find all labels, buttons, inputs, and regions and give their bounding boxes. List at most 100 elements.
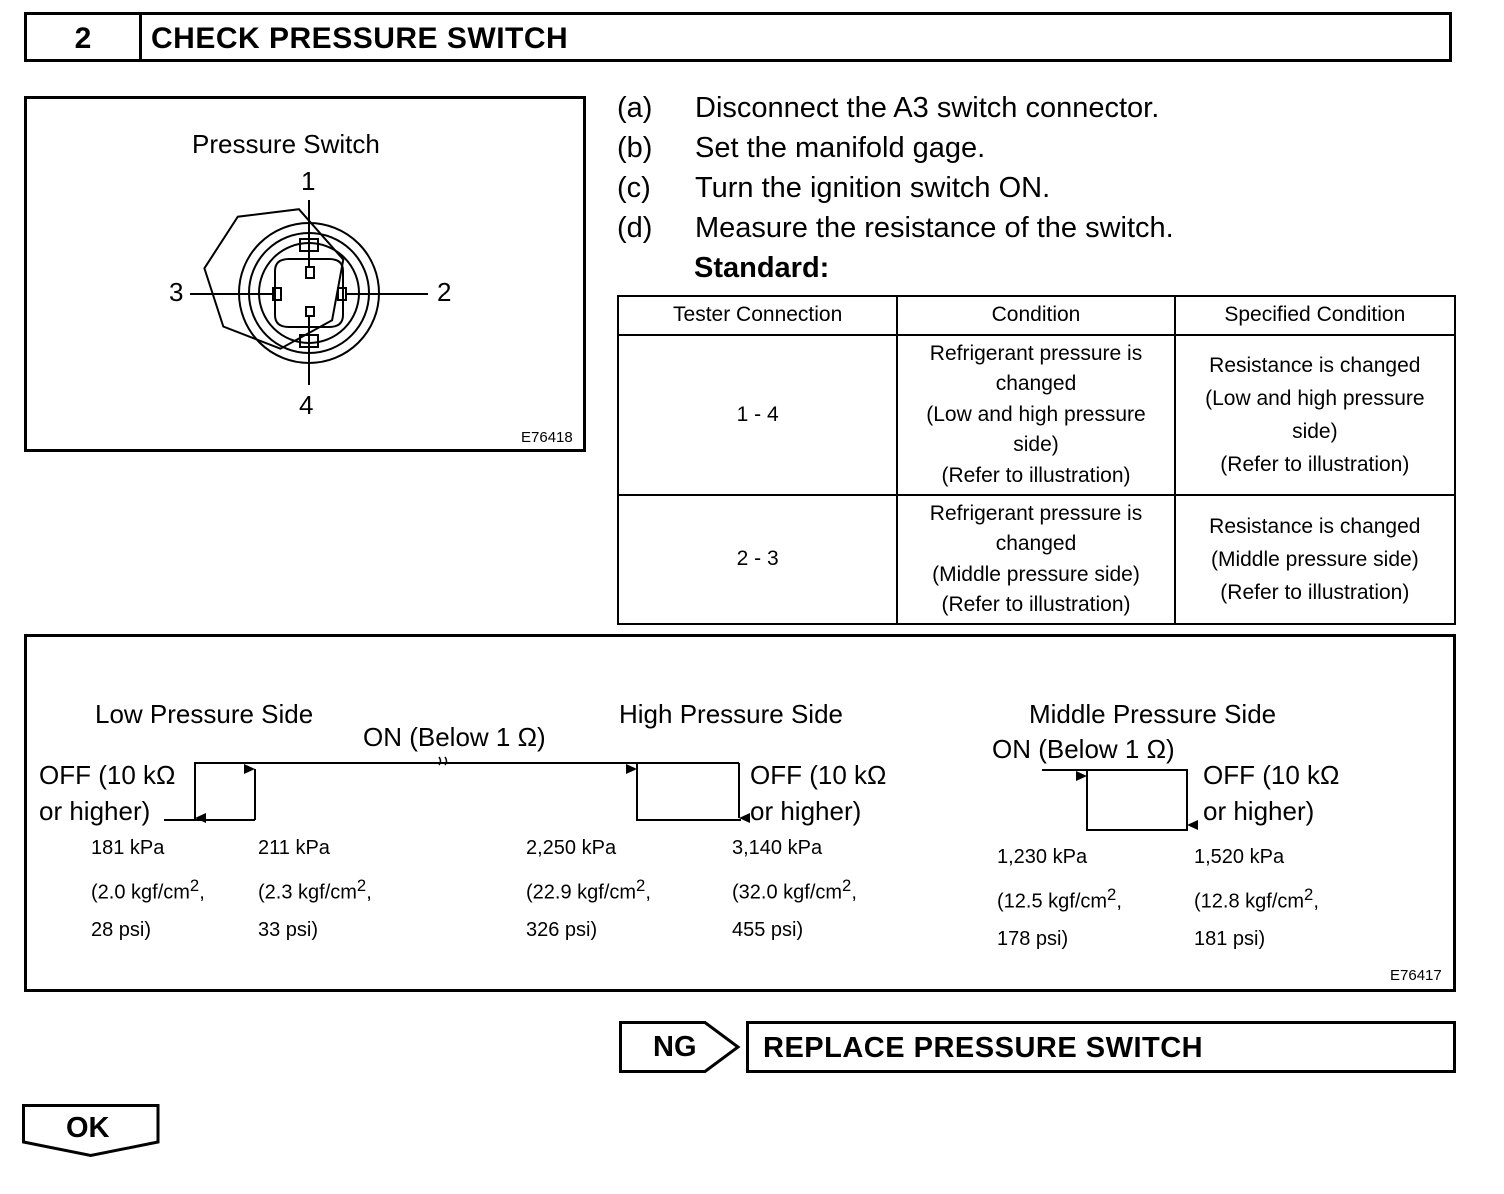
kgf-value: (22.9 kgf/cm2, xyxy=(526,876,651,904)
off-line: or higher) xyxy=(1203,796,1315,826)
connector-drawing xyxy=(190,200,428,385)
off-line: OFF (10 kΩ xyxy=(750,760,887,790)
psi-value: 326 psi) xyxy=(526,918,598,941)
kgf-text: (22.9 kgf/cm xyxy=(526,881,637,904)
cell-line: Refrigerant pressure is xyxy=(929,341,1143,365)
condition-cell: Refrigerant pressure is changed (Middle … xyxy=(896,494,1176,625)
step-number: 2 xyxy=(27,15,142,59)
ng-action-box: REPLACE PRESSURE SWITCH xyxy=(746,1021,1456,1073)
superscript: 2 xyxy=(842,876,852,895)
terminal-4-label: 4 xyxy=(299,390,314,420)
value-181-kpa: 181 kPa (2.0 kgf/cm2, 28 psi) xyxy=(91,830,205,949)
middle-side-label: Middle Pressure Side xyxy=(1029,699,1277,729)
step-text: Disconnect the A3 switch connector. xyxy=(695,92,1160,124)
cell-line: (Middle pressure side) xyxy=(1210,548,1419,571)
value-2250-kpa: 2,250 kPa (22.9 kgf/cm2, 326 psi) xyxy=(526,830,651,949)
specified-condition-cell: Resistance is changed (Middle pressure s… xyxy=(1173,494,1457,625)
specified-condition-cell: Resistance is changed (Low and high pres… xyxy=(1173,334,1457,496)
psi-value: 28 psi) xyxy=(91,918,152,941)
ok-arrow-shape xyxy=(22,1104,160,1158)
superscript: 2 xyxy=(1304,885,1314,904)
table-row: 1 - 4 Refrigerant pressure is changed (L… xyxy=(616,334,1457,496)
terminal-3-label: 3 xyxy=(169,277,184,307)
column-header: Tester Connection xyxy=(616,295,899,336)
condition-cell: Refrigerant pressure is changed (Low and… xyxy=(896,334,1176,496)
step-label: (a) xyxy=(617,92,653,124)
value-3140-kpa: 3,140 kPa (32.0 kgf/cm2, 455 psi) xyxy=(732,830,857,949)
psi-value: 181 psi) xyxy=(1194,927,1266,950)
kpa-value: 3,140 kPa xyxy=(732,837,823,859)
ok-label: OK xyxy=(66,1112,110,1144)
value-1520-kpa: 1,520 kPa (12.8 kgf/cm2, 181 psi) xyxy=(1194,839,1319,958)
value-211-kpa: 211 kPa (2.3 kgf/cm2, 33 psi) xyxy=(258,830,372,949)
cell-line: (Low and high pressure xyxy=(926,402,1146,426)
cell-line: changed xyxy=(995,532,1077,555)
superscript: 2 xyxy=(356,876,367,895)
cell-line: (Middle pressure side) xyxy=(932,562,1140,586)
standard-table: Tester Connection Condition Specified Co… xyxy=(616,295,1457,625)
pressure-switch-figure: Pressure Switch 1 2 3 4 E76418 xyxy=(24,96,586,452)
step-title: CHECK PRESSURE SWITCH xyxy=(151,22,569,55)
superscript: 2 xyxy=(1107,885,1117,904)
cell-line: (Refer to illustration) xyxy=(941,463,1131,487)
ng-action: REPLACE PRESSURE SWITCH xyxy=(763,1032,1204,1064)
tester-connection-cell: 2 - 3 xyxy=(616,494,899,625)
ok-result-tag: OK xyxy=(22,1104,162,1158)
psi-value: 455 psi) xyxy=(732,918,804,941)
value-1230-kpa: 1,230 kPa (12.5 kgf/cm2, 178 psi) xyxy=(997,839,1122,958)
middle-off-label: OFF (10 kΩ or higher) xyxy=(1203,757,1339,829)
kgf-value: (12.8 kgf/cm2, xyxy=(1194,885,1319,913)
step-label: (b) xyxy=(617,132,653,164)
table-row: 2 - 3 Refrigerant pressure is changed (M… xyxy=(616,494,1457,625)
terminal-1-label: 1 xyxy=(301,166,316,196)
table-header-row: Tester Connection Condition Specified Co… xyxy=(616,295,1457,336)
kgf-value: (32.0 kgf/cm2, xyxy=(732,876,857,904)
step-text: Set the manifold gage. xyxy=(695,132,986,164)
psi-value: 33 psi) xyxy=(258,918,319,941)
figure-code: E76418 xyxy=(521,429,573,446)
hex-body xyxy=(203,208,345,350)
kgf-value: (2.3 kgf/cm2, xyxy=(258,876,372,904)
kpa-value: 2,250 kPa xyxy=(526,837,617,859)
switching-lines xyxy=(164,756,1198,831)
high-off-label: OFF (10 kΩ or higher) xyxy=(750,757,886,829)
step-text: Measure the resistance of the switch. xyxy=(695,212,1174,244)
cell-line: (Refer to illustration) xyxy=(941,593,1131,616)
step-label: (d) xyxy=(617,212,653,244)
cell-line: side) xyxy=(1013,433,1059,457)
ng-result-tag: NG xyxy=(619,1021,741,1073)
step-text: Turn the ignition switch ON. xyxy=(695,172,1051,204)
superscript: 2 xyxy=(189,876,200,895)
off-line: OFF (10 kΩ xyxy=(1203,760,1340,790)
break-mark xyxy=(438,756,448,766)
off-line: or higher) xyxy=(39,796,151,826)
kpa-value: 211 kPa xyxy=(258,837,330,859)
figure-code: E76417 xyxy=(1390,967,1442,984)
step-label: (c) xyxy=(617,172,651,204)
low-side-label: Low Pressure Side xyxy=(95,699,314,729)
ng-arrow-shape xyxy=(619,1021,741,1073)
kpa-value: 1,520 kPa xyxy=(1194,846,1285,868)
kpa-value: 181 kPa xyxy=(91,837,165,859)
ng-label: NG xyxy=(653,1031,697,1063)
kpa-value: 1,230 kPa xyxy=(997,846,1088,868)
cell-line: changed xyxy=(995,372,1077,396)
step-header: 2 CHECK PRESSURE SWITCH xyxy=(24,12,1452,62)
cell-line: side) xyxy=(1292,420,1338,443)
cell-line: (Low and high pressure xyxy=(1205,387,1425,410)
tester-connection-cell: 1 - 4 xyxy=(616,334,899,496)
cell-line: (Refer to illustration) xyxy=(1220,453,1410,476)
low-high-on-label: ON (Below 1 Ω) xyxy=(363,722,546,752)
off-line: or higher) xyxy=(750,796,862,826)
kgf-text: (2.0 kgf/cm xyxy=(91,881,190,904)
kgf-text: (2.3 kgf/cm xyxy=(258,881,357,904)
low-off-label: OFF (10 kΩ or higher) xyxy=(39,757,175,829)
kgf-text: (32.0 kgf/cm xyxy=(732,881,843,904)
kgf-value: (12.5 kgf/cm2, xyxy=(997,885,1122,913)
cell-line: Resistance is changed xyxy=(1209,354,1421,377)
standard-label: Standard: xyxy=(694,252,830,284)
column-header: Condition xyxy=(896,295,1176,336)
psi-value: 178 psi) xyxy=(997,927,1069,950)
cell-line: Refrigerant pressure is xyxy=(929,501,1143,525)
low-high-trace xyxy=(164,762,741,821)
